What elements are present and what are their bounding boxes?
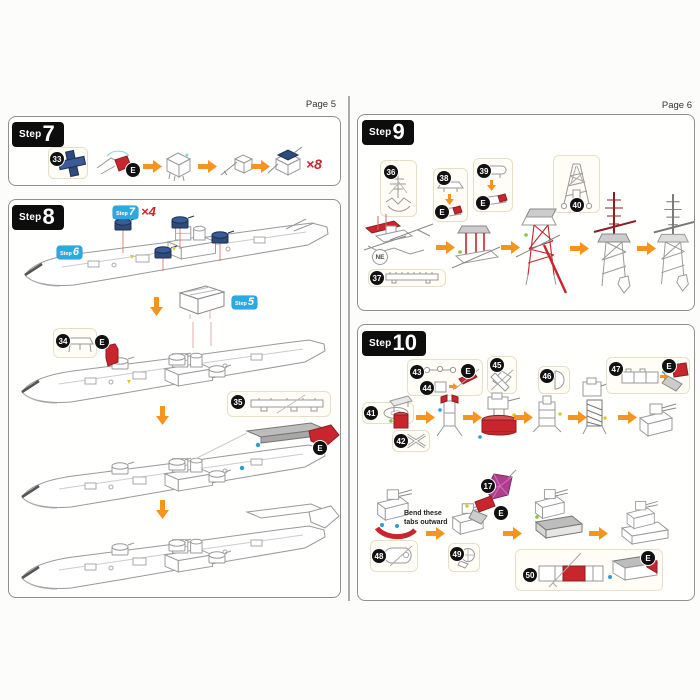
step10-assembly-4	[532, 395, 562, 433]
part35-illustration	[250, 394, 324, 414]
step10-assembly-9	[534, 489, 584, 540]
step10-assembly-7	[374, 489, 417, 539]
arrow-right-icon	[198, 160, 217, 173]
step8-ship-stage3	[20, 422, 340, 510]
part-badge-46: 46	[540, 369, 554, 383]
part-badge-34: 34	[56, 334, 70, 348]
step7-part-folded	[165, 152, 192, 182]
arrow-right-icon	[637, 242, 656, 255]
part-badge-43: 43	[410, 365, 424, 379]
arrow-right-icon	[514, 411, 533, 424]
bend-tabs-note-line2: tabs outward	[404, 518, 448, 526]
part42-illustration	[406, 433, 426, 449]
part-badge-35: 35	[231, 395, 245, 409]
step10-assembly-1	[389, 395, 413, 429]
part45-illustration	[490, 369, 514, 392]
part-badge-47: 47	[609, 362, 623, 376]
step10-assembly-8	[452, 495, 496, 535]
page5-label: Page 5	[305, 99, 336, 110]
part-badge-49: 49	[450, 547, 464, 561]
part-badge-42: 42	[394, 434, 408, 448]
arrow-down-icon	[150, 297, 163, 316]
arrow-down-icon	[156, 406, 169, 425]
step10-assembly-finished	[620, 500, 670, 546]
fastener-badge-e: E	[95, 335, 109, 349]
fastener-badge-e: E	[435, 205, 449, 219]
fastener-badge-e: E	[313, 441, 327, 455]
step7-part-finished	[267, 146, 303, 176]
step8-ship-finished	[20, 503, 340, 591]
arrow-right-icon	[618, 411, 637, 424]
step9-assembly-finished	[653, 194, 695, 292]
part48-illustration	[384, 545, 413, 567]
part-badge-38: 38	[437, 171, 451, 185]
part33-illustration	[57, 149, 87, 178]
part-badge-37: 37	[370, 271, 384, 285]
part-badge-33: 33	[50, 152, 64, 166]
arrow-right-icon	[568, 411, 587, 424]
part-badge-50: 50	[523, 568, 537, 582]
arrow-down-icon	[156, 500, 169, 519]
repeat-x8-label: ×8	[306, 156, 322, 172]
part34-illustration	[66, 337, 94, 353]
column-divider	[348, 96, 350, 601]
arrow-right-icon	[143, 160, 162, 173]
part-badge-44: 44	[420, 381, 434, 395]
arrow-right-icon	[501, 241, 520, 254]
part-badge-45: 45	[490, 358, 504, 372]
bend-tabs-note: Bend these tabs outward	[404, 510, 448, 528]
page6-label: Page 6	[661, 100, 692, 111]
part49-illustration	[457, 548, 475, 569]
step5-superstructure-part	[178, 285, 226, 319]
fastener-badge-e: E	[476, 196, 490, 210]
part-badge-17: 17	[481, 479, 495, 493]
fastener-badge-e: E	[126, 163, 140, 177]
step8-ship-stage1	[23, 215, 330, 288]
part50-illustration	[538, 552, 659, 588]
step10-assembly-3	[478, 392, 521, 439]
arrow-right-icon	[463, 411, 482, 424]
ne-edge-badge: NE	[373, 250, 387, 264]
part36-illustration	[385, 174, 412, 212]
arrow-right-icon	[436, 241, 455, 254]
part46-illustration	[554, 370, 565, 390]
step10-assembly-5	[582, 377, 611, 435]
step9-assembly-4	[593, 192, 637, 294]
part-badge-36: 36	[384, 165, 398, 179]
part-badge-39: 39	[477, 164, 491, 178]
bend-tabs-note-line1: Bend these	[404, 510, 442, 517]
step9-assembly-1	[363, 214, 434, 255]
part47-illustration	[621, 362, 689, 392]
arrow-right-icon	[570, 242, 589, 255]
arrow-right-icon	[251, 160, 270, 173]
step10-assembly-6	[639, 403, 677, 437]
part-badge-40: 40	[570, 198, 584, 212]
step7-part-pinned	[220, 154, 254, 176]
step9-assembly-2	[451, 225, 501, 269]
part37-illustration	[385, 272, 439, 284]
arrow-right-icon	[589, 527, 608, 540]
arrow-right-icon	[416, 411, 435, 424]
part40-illustration	[560, 163, 593, 210]
repeat-x4-label: ×4	[141, 204, 156, 219]
fastener-badge-e: E	[494, 506, 508, 520]
arrow-right-icon	[503, 527, 522, 540]
arrow-right-icon	[426, 527, 445, 540]
step9-assembly-3	[515, 208, 568, 294]
step10-assembly-2	[436, 394, 463, 437]
step8-red-piece	[105, 343, 119, 367]
fastener-badge-e: E	[662, 359, 676, 373]
part-badge-48: 48	[372, 549, 386, 563]
part-badge-41: 41	[364, 406, 378, 420]
fastener-badge-e: E	[461, 364, 475, 378]
fastener-badge-e: E	[641, 551, 655, 565]
step8-ship-stage2	[20, 322, 327, 405]
